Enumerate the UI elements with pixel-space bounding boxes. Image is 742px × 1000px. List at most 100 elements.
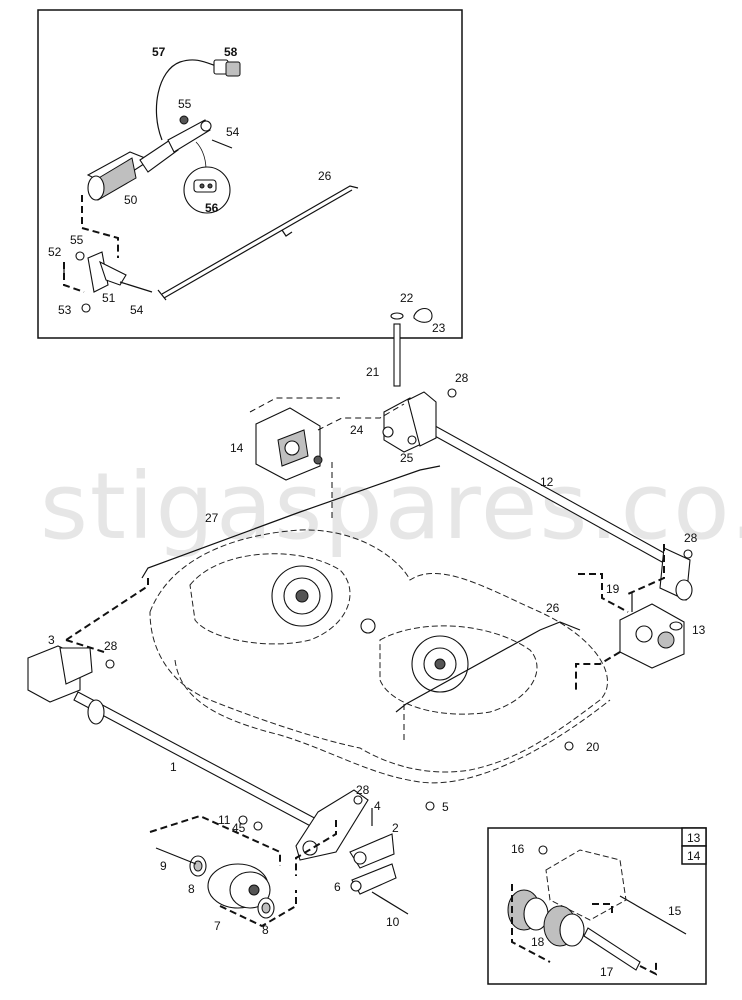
label-6: 6 (334, 880, 341, 894)
label-26-inset: 26 (318, 169, 332, 183)
label-50: 50 (124, 193, 138, 207)
label-45: 45 (232, 821, 246, 835)
pin-54-top (211, 139, 233, 149)
washer-28-right (683, 549, 693, 559)
label-14: 14 (230, 441, 244, 455)
label-52: 52 (48, 245, 62, 259)
bracket-13 (619, 603, 685, 669)
axle-9 (155, 847, 197, 865)
dash-2-area (295, 820, 337, 876)
tab-13-label: 13 (687, 831, 701, 845)
label-53: 53 (58, 303, 72, 317)
label-3: 3 (48, 633, 55, 647)
bolt-15 (619, 895, 687, 935)
tube-17 (583, 927, 641, 971)
axle-12 (423, 421, 693, 601)
label-27: 27 (205, 511, 219, 525)
clip-23 (413, 307, 433, 323)
rod-26-main (395, 621, 581, 713)
label-28-right: 28 (684, 531, 698, 545)
label-4: 4 (374, 799, 381, 813)
label-15: 15 (668, 904, 682, 918)
nut-5 (425, 801, 435, 811)
dash-wheel-bottom (219, 890, 297, 928)
dash-27-left (65, 578, 149, 641)
roller-18-a (507, 889, 549, 931)
bushing-8-left (189, 855, 207, 877)
bracket-6 (350, 863, 397, 895)
label-28-left: 28 (104, 639, 118, 653)
nut-11 (238, 815, 248, 825)
deck-inner-left (189, 553, 351, 645)
actuator-50 (86, 115, 212, 201)
label-26-main: 26 (546, 601, 560, 615)
label-12: 12 (540, 475, 554, 489)
washer-28-upper (447, 388, 457, 398)
arrow-to-56 (195, 141, 207, 171)
washer-22 (390, 312, 404, 320)
label-9: 9 (160, 859, 167, 873)
label-13: 13 (692, 623, 706, 637)
label-56: 56 (205, 201, 219, 215)
dash-13-26 (575, 651, 621, 690)
label-55-top: 55 (178, 97, 192, 111)
dash-28-right (627, 544, 665, 595)
inset-bracket: 13 14 16 15 18 17 (487, 827, 707, 985)
inset-actuator: 57 58 55 54 50 56 26 52 55 51 53 54 (37, 9, 463, 339)
washer-28-lower (353, 795, 363, 805)
washer-53 (81, 303, 91, 313)
label-7: 7 (214, 919, 221, 933)
dash-50-51 (81, 195, 119, 258)
bracket-51 (87, 251, 153, 293)
tab-14-label: 14 (687, 849, 701, 863)
bracket-14 (249, 397, 340, 481)
dash-inset-right (592, 903, 613, 916)
nut-55 (75, 251, 85, 261)
label-20: 20 (586, 740, 600, 754)
lift-arm-upper (382, 388, 457, 453)
nut-16 (538, 845, 548, 855)
label-54-bottom: 54 (130, 303, 144, 317)
label-19: 19 (606, 582, 620, 596)
label-2: 2 (392, 821, 399, 835)
label-24: 24 (350, 423, 364, 437)
label-21: 21 (366, 365, 380, 379)
label-1: 1 (170, 760, 177, 774)
label-23: 23 (432, 321, 446, 335)
label-58: 58 (224, 45, 238, 59)
label-28-lower: 28 (356, 783, 370, 797)
bracket-2 (349, 808, 395, 869)
label-18: 18 (531, 935, 545, 949)
roller-18-b (543, 905, 585, 947)
washer-28-left (105, 659, 115, 669)
dash-3-28 (65, 639, 105, 653)
dash-inset-bottom (639, 960, 657, 976)
label-57: 57 (152, 45, 166, 59)
label-11: 11 (218, 813, 231, 827)
label-54-top: 54 (226, 125, 240, 139)
dash-14-to-24 (317, 403, 405, 431)
dash-inset-left (511, 884, 551, 963)
label-10: 10 (386, 915, 400, 929)
pin-21 (390, 307, 433, 387)
washer-45 (253, 821, 263, 831)
nut-25 (407, 435, 417, 445)
dash-19-13 (578, 573, 629, 613)
dash-9-wheel (149, 814, 281, 866)
connector-58 (213, 59, 241, 77)
dash-52-53 (63, 262, 85, 293)
label-17: 17 (600, 965, 614, 979)
label-8-left: 8 (188, 882, 195, 896)
bolt-10 (371, 891, 409, 915)
cutter-deck (149, 529, 611, 784)
label-16: 16 (511, 842, 525, 856)
rod-26-inset (161, 185, 359, 295)
label-25: 25 (400, 451, 414, 465)
axle-1 (27, 645, 369, 861)
center-hole (360, 618, 376, 634)
label-5: 5 (442, 800, 449, 814)
label-28-top: 28 (455, 371, 469, 385)
rod-27 (141, 465, 441, 579)
deck-rim (174, 659, 611, 784)
